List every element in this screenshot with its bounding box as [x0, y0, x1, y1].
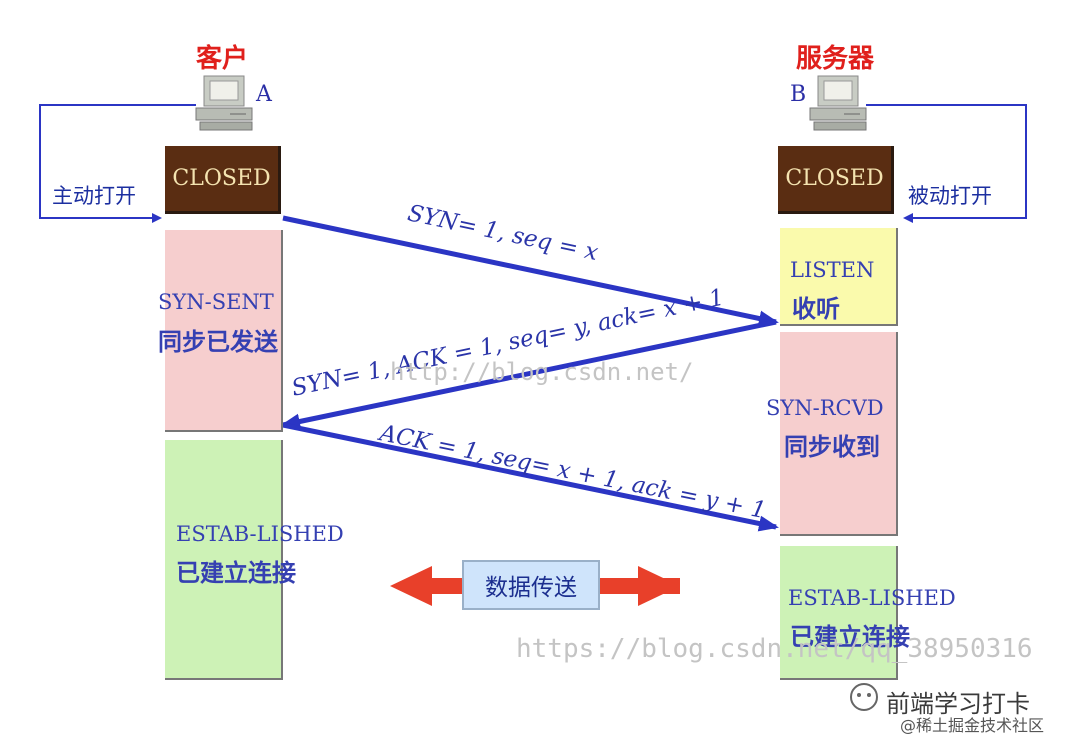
server-established-state: [780, 546, 898, 680]
syn-rcvd-cn-label: 同步收到: [784, 433, 880, 461]
server-established-cn-label: 已建立连接: [790, 623, 910, 651]
client-established-label: ESTAB-LISHED: [176, 522, 344, 546]
footer-brand: 前端学习打卡: [886, 690, 1030, 718]
client-open-label: 主动打开: [52, 184, 136, 208]
syn-sent-label: SYN-SENT: [158, 290, 274, 314]
server-open-loop: [866, 104, 1027, 223]
footer-sub: @稀土掘金技术社区: [900, 716, 1045, 735]
syn-sent-cn-label: 同步已发送: [158, 328, 278, 356]
computer-icon: [195, 75, 253, 131]
server-open-label: 被动打开: [908, 184, 992, 208]
server-closed-state: CLOSED: [778, 146, 894, 214]
syn-ack-arrow: [280, 319, 777, 430]
syn-rcvd-label: SYN-RCVD: [766, 396, 884, 420]
client-established-state: [165, 440, 283, 680]
data-transfer-box: 数据传送: [462, 560, 600, 610]
client-closed-label: CLOSED: [172, 166, 271, 191]
server-established-label: ESTAB-LISHED: [788, 586, 956, 610]
center-watermark: http://blog.csdn.net/: [390, 358, 694, 386]
client-role-label: 客户: [196, 44, 249, 74]
brand-icon: [850, 683, 878, 711]
computer-icon: [809, 75, 867, 131]
server-syn-rcvd-state: [780, 332, 898, 536]
client-letter: A: [256, 82, 272, 107]
client-established-cn-label: 已建立连接: [176, 559, 296, 587]
server-letter: B: [790, 82, 807, 107]
listen-cn-label: 收听: [792, 295, 840, 323]
server-role-label: 服务器: [796, 44, 875, 74]
client-closed-state: CLOSED: [165, 146, 281, 214]
server-closed-label: CLOSED: [785, 166, 884, 191]
server-listen-state: [780, 228, 898, 326]
ack-arrow: [282, 422, 779, 532]
listen-label: LISTEN: [790, 258, 875, 282]
client-open-loop: [39, 104, 196, 223]
client-syn-sent-state: [165, 230, 283, 432]
bottom-watermark: https://blog.csdn.net/qq_38950316: [516, 634, 1033, 664]
syn-arrow: [282, 215, 779, 327]
data-transfer-label: 数据传送: [485, 575, 577, 601]
